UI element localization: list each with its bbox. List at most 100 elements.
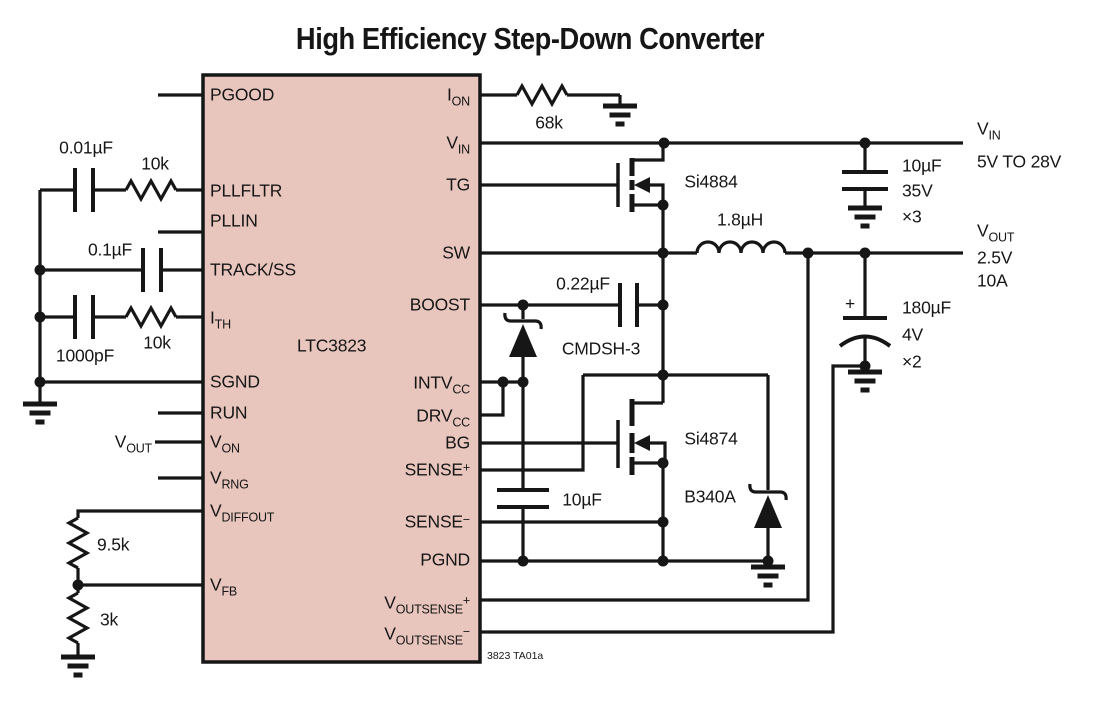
resistor-10k-pllfltr <box>124 177 178 203</box>
diode-cmdsh3 <box>503 305 543 382</box>
junction-dot <box>859 247 871 259</box>
wires <box>38 93 963 657</box>
pin-label-pllin: PLLIN <box>210 210 258 231</box>
junction-dot <box>517 555 529 567</box>
junction-dot <box>657 299 669 311</box>
label-res-9p5k: 9.5k <box>97 534 130 555</box>
pin-label-vdiffout: VDIFFOUT <box>210 500 275 524</box>
capacitor-10uf-input <box>842 170 888 191</box>
label-cin-voltage: 35V <box>902 180 933 201</box>
label-res-10k-bottom: 10k <box>143 332 171 353</box>
pin-label-pgood: PGOOD <box>210 84 275 105</box>
capacitor-1000pf <box>73 295 95 339</box>
pin-label-bg: BG <box>445 432 470 453</box>
capacitor-0p01uf <box>73 168 95 212</box>
wire-sgnd <box>38 380 203 404</box>
junction-dot <box>517 376 529 388</box>
pin-label-intvcc: INTVCC <box>413 372 470 396</box>
ic-name: LTC3823 <box>297 335 367 356</box>
pin-label-vin: VIN <box>446 132 470 156</box>
resistor-9p5k <box>65 516 91 570</box>
label-cin-qty: ×3 <box>902 206 922 227</box>
junction-dot <box>657 369 669 381</box>
mosfet-si4884 <box>616 143 665 253</box>
rail-spec-vout-current: 10A <box>977 270 1008 291</box>
capacitor-10uf-intvcc <box>497 488 549 509</box>
ground-symbol <box>603 106 637 124</box>
junction-dot <box>657 457 669 469</box>
capacitor-0p22uf <box>618 283 639 327</box>
rail-label-vout: VOUT <box>977 220 1015 244</box>
diode-triangle-icon <box>509 324 537 357</box>
diode-triangle-icon <box>754 495 782 528</box>
pin-label-sgnd: SGND <box>210 371 260 392</box>
label-vout-von: VOUT <box>114 431 152 455</box>
label-inductor-1p8uh: 1.8µH <box>716 209 764 230</box>
resistor-3k <box>65 591 91 645</box>
pin-label-pgnd: PGND <box>420 549 470 570</box>
label-diode-b340a: B340A <box>684 486 736 507</box>
junction-dots <box>34 137 871 591</box>
label-cap-0p01uf: 0.01µF <box>59 137 113 158</box>
wire-vdiffout <box>76 509 203 518</box>
pin-label-ith: ITH <box>210 307 231 331</box>
pin-label-vrng: VRNG <box>210 467 249 491</box>
label-cout-plus: + <box>844 293 856 314</box>
pin-label-sw: SW <box>442 242 470 263</box>
diode-cathode-leads <box>748 375 788 561</box>
label-cap-0p1uf: 0.1µF <box>87 239 133 260</box>
label-cin-value: 10µF <box>902 155 942 176</box>
pin-label-von: VON <box>210 431 240 455</box>
junction-dot <box>657 555 669 567</box>
label-cap-0p22uf: 0.22µF <box>556 273 610 294</box>
label-res-68k: 68k <box>535 112 563 133</box>
resistor-68k <box>515 82 569 108</box>
rail-spec-vout-voltage: 2.5V <box>977 247 1013 268</box>
label-cout-value: 180µF <box>902 297 951 318</box>
junction-dot <box>859 360 871 372</box>
capacitor-180uf-output <box>838 316 892 348</box>
junction-dot <box>657 516 669 528</box>
rail-label-vin: VIN <box>977 118 1001 142</box>
wire-vfb-divider <box>76 568 203 657</box>
pin-label-voutsense-minus: VOUTSENSE− <box>384 623 470 647</box>
label-mosfet-si4884: Si4884 <box>684 171 738 192</box>
pin-label-sense-plus: SENSE+ <box>404 459 471 480</box>
wire-voutsense-plus <box>480 253 810 602</box>
pin-label-sense-minus: SENSE− <box>404 511 471 532</box>
resistor-10k-ith <box>124 304 178 330</box>
ground-symbol <box>61 657 95 675</box>
inductor-1p8uh <box>695 240 787 254</box>
junction-dot <box>802 247 814 259</box>
junction-dot <box>497 376 509 388</box>
junction-dot <box>34 264 46 276</box>
ic-body <box>201 73 482 664</box>
mosfet-body-arrow-icon <box>634 177 650 193</box>
page-title: High Efficiency Step-Down Converter <box>295 21 765 56</box>
mosfet-drain-lead <box>632 143 665 162</box>
pin-label-run: RUN <box>210 402 248 423</box>
junction-dot <box>658 137 670 149</box>
junction-dot <box>34 311 46 323</box>
pin-label-trackss: TRACK/SS <box>210 259 296 280</box>
mosfet-source-lead <box>632 183 665 253</box>
pin-label-tg: TG <box>446 174 470 195</box>
wire-drvcc <box>480 382 505 417</box>
junction-dot <box>72 579 84 591</box>
label-cap-10uf-intvcc: 10µF <box>562 489 602 510</box>
pin-label-ion: ION <box>446 84 470 108</box>
diode-cathode-leads <box>503 305 543 382</box>
label-diode-cmdsh3: CMDSH-3 <box>561 338 641 359</box>
pin-label-voutsense-plus: VOUTSENSE+ <box>384 592 470 616</box>
label-res-3k: 3k <box>100 609 119 630</box>
capacitor-0p1uf <box>141 248 163 292</box>
ground-symbol <box>751 567 785 585</box>
junction-dot <box>34 376 46 388</box>
pin-label-boost: BOOST <box>409 294 470 315</box>
junction-dot <box>762 555 774 567</box>
label-cout-qty: ×2 <box>902 351 922 372</box>
label-cout-voltage: 4V <box>902 324 924 345</box>
ground-symbol <box>848 208 882 226</box>
